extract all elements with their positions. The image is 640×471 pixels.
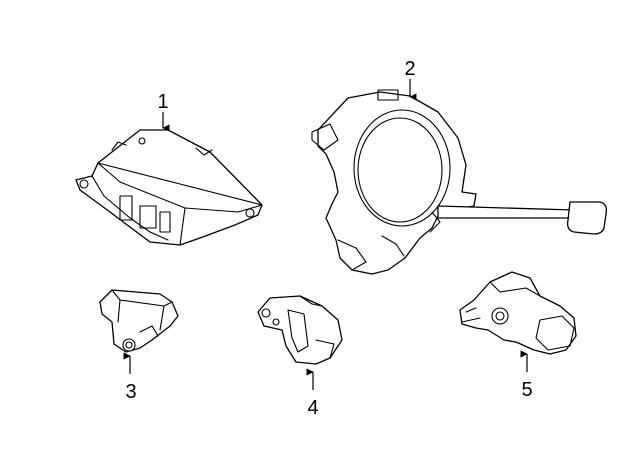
callout-number-4: 4 (307, 397, 318, 419)
callout-number-1: 1 (157, 91, 168, 113)
callout-2: 2 (404, 58, 417, 101)
part-2-clock-spring[interactable] (311, 89, 608, 275)
callout-number-3: 3 (125, 381, 136, 403)
callout-1: 1 (157, 91, 170, 132)
part-3-front-sensor[interactable] (99, 289, 179, 353)
part-1-control-module[interactable] (75, 129, 263, 246)
part-4-side-sensor[interactable] (257, 295, 343, 365)
callout-number-2: 2 (404, 58, 415, 80)
callout-3: 3 (123, 352, 137, 403)
part-5-rear-sensor[interactable] (459, 271, 577, 355)
callout-4: 4 (306, 368, 319, 419)
callout-number-5: 5 (521, 379, 532, 401)
callout-5: 5 (520, 350, 533, 401)
